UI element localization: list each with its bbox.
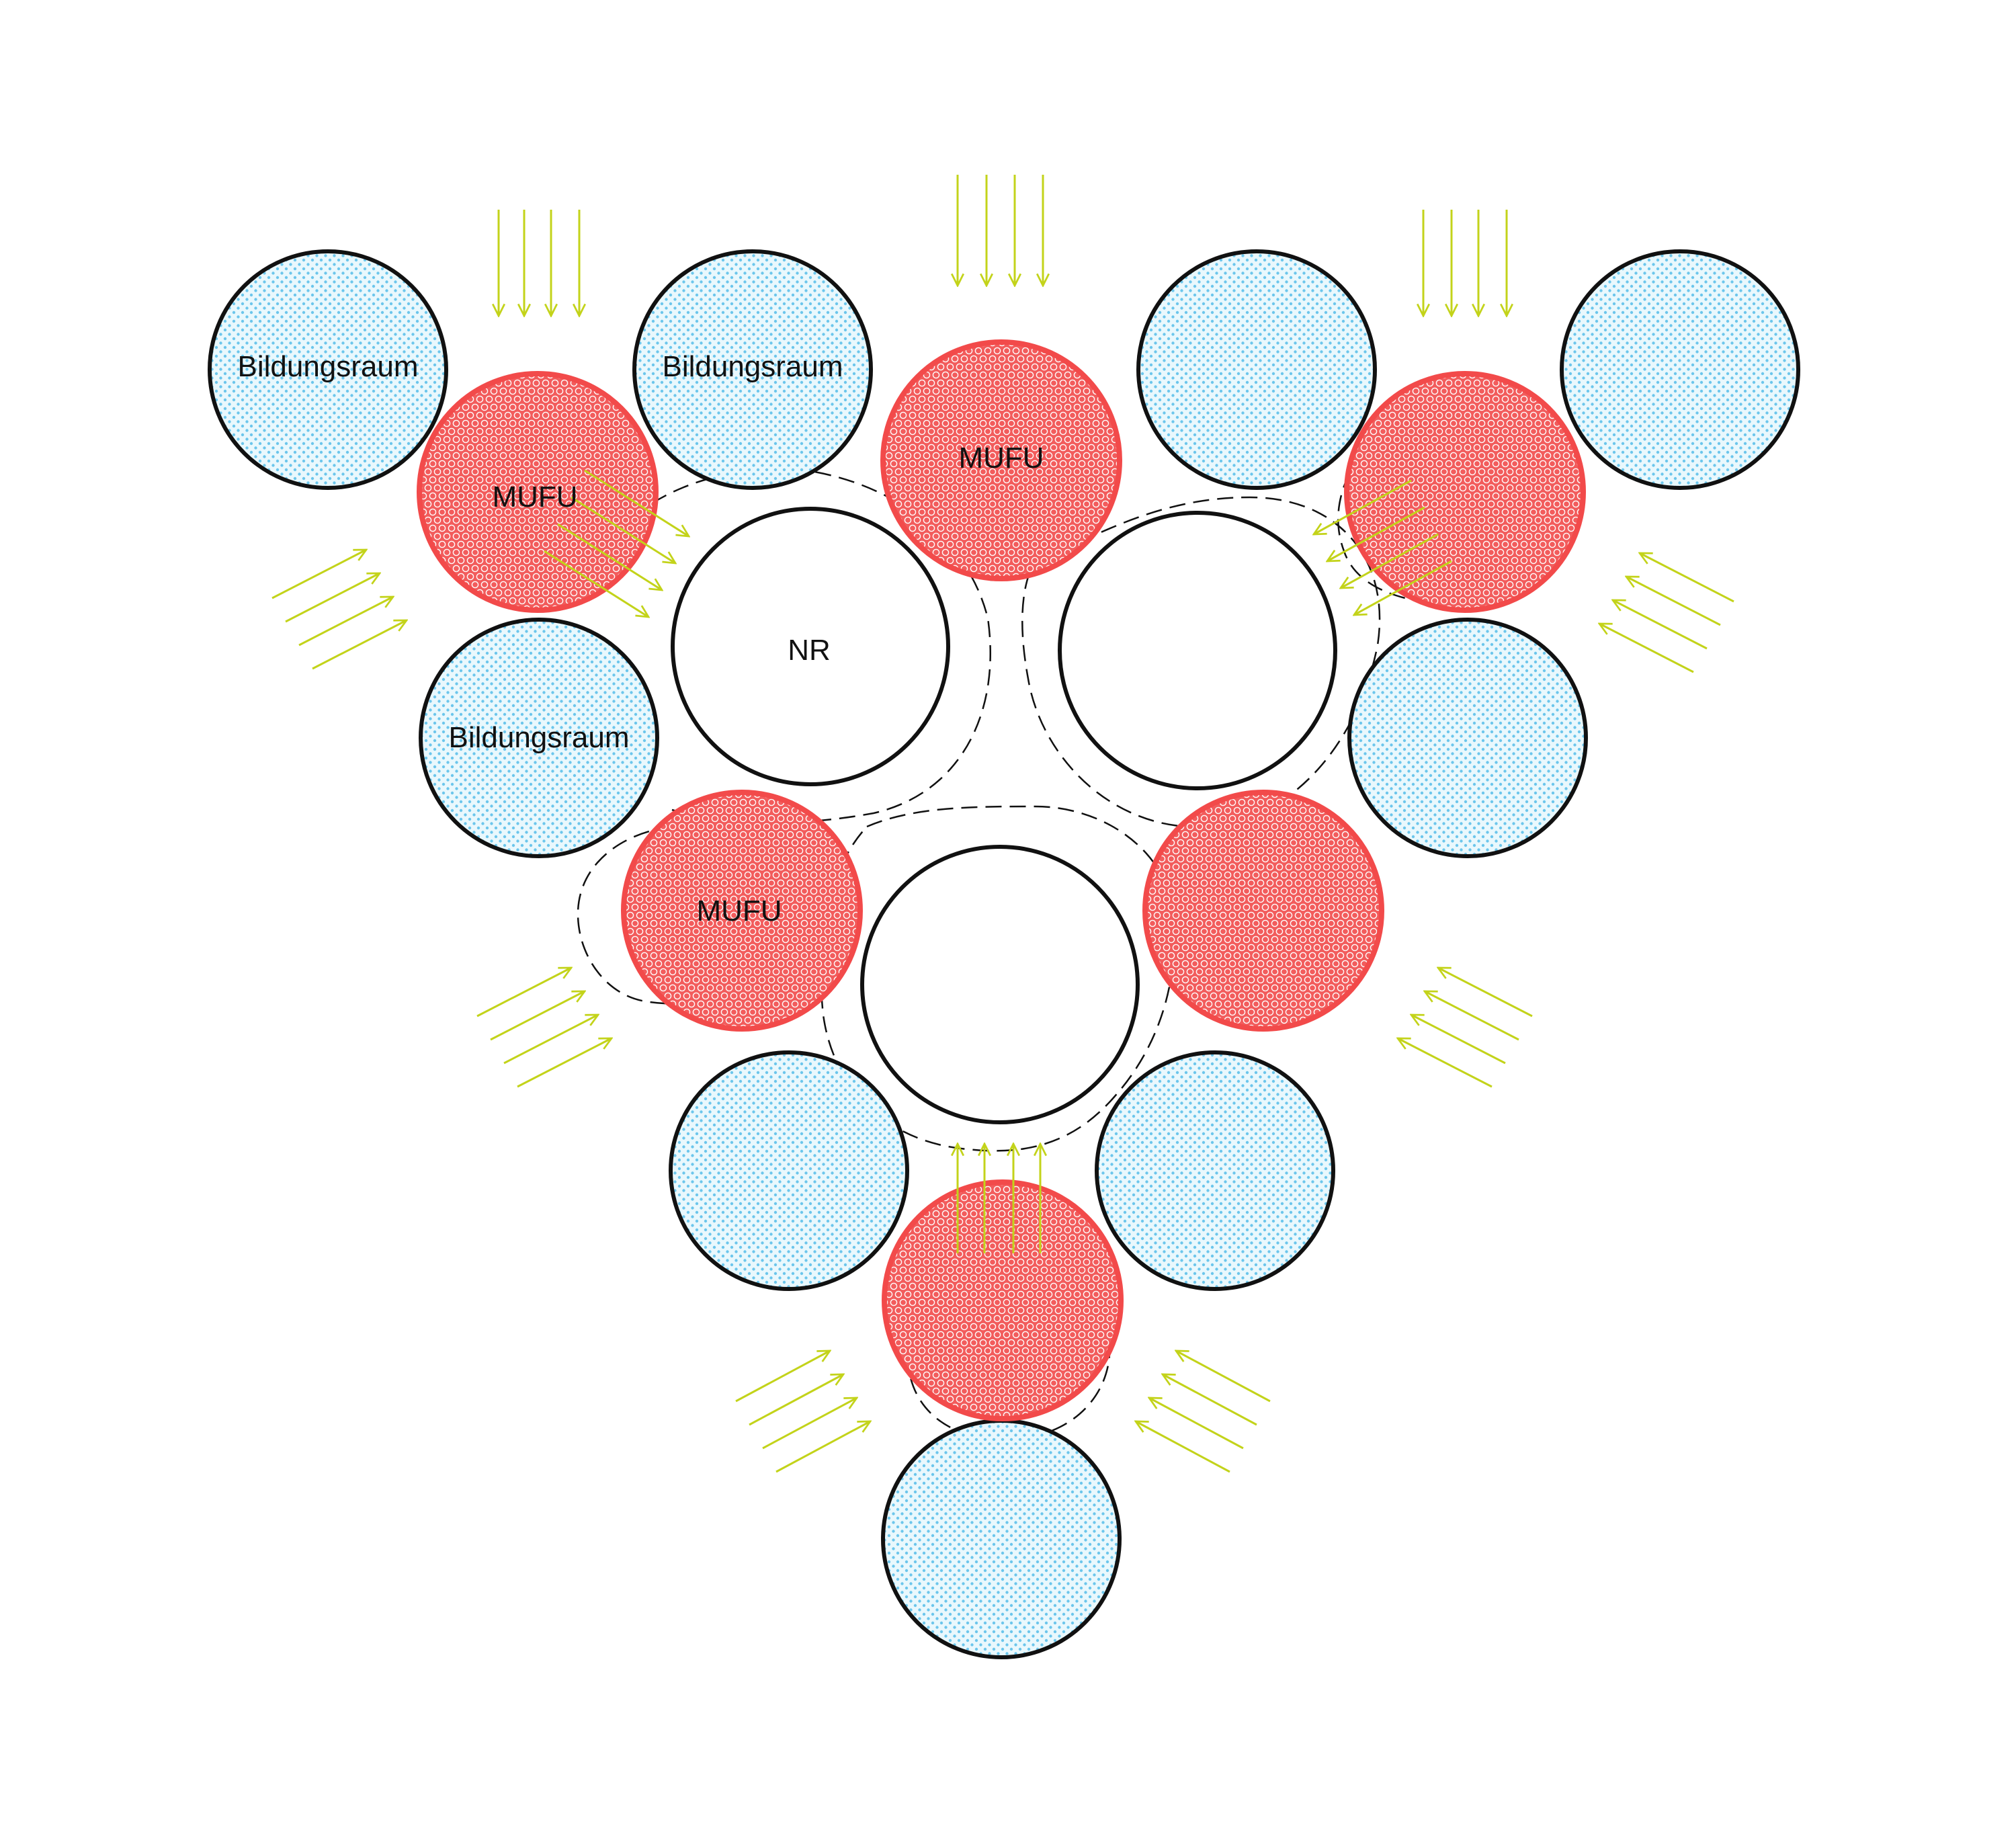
bildungsraum-circle xyxy=(208,249,448,490)
light-arrow-icon xyxy=(958,175,1043,286)
light-arrow-icon xyxy=(476,968,612,1088)
light-arrow-icon xyxy=(499,210,579,316)
mufu-circle xyxy=(882,1179,1124,1421)
bildungsraum-label: Bildungsraum xyxy=(237,350,418,383)
light-arrow-icon xyxy=(1398,968,1533,1088)
mufu-circle xyxy=(417,371,659,613)
light-arrow-icon xyxy=(1136,1351,1271,1473)
bildungsraum-circle xyxy=(1136,249,1377,490)
light-arrow-icon xyxy=(544,469,689,617)
light-arrow-icon xyxy=(1423,210,1507,316)
mufu-group xyxy=(417,339,1586,1421)
bildungsraum-circle xyxy=(669,1050,909,1291)
dashed-loop-right xyxy=(1021,496,1381,828)
dashed-loop-bottom xyxy=(820,805,1175,1152)
mufu-label: MUFU xyxy=(492,481,577,513)
nr-circle xyxy=(1058,511,1337,790)
bildungsraum-circle xyxy=(1095,1050,1335,1291)
mufu-label: MUFU xyxy=(958,442,1044,474)
nr-group xyxy=(671,507,1337,1124)
light-arrow-icon xyxy=(271,550,407,670)
bildungsraum-circle xyxy=(1560,249,1800,490)
mufu-circle xyxy=(621,790,863,1032)
bildungsraum-group xyxy=(208,249,1800,1659)
nr-label: NR xyxy=(788,634,831,667)
mufu-circle xyxy=(1344,371,1586,613)
mufu-label: MUFU xyxy=(696,894,782,927)
light-arrow-icon xyxy=(1599,553,1734,673)
light-arrow-icon xyxy=(958,1144,1040,1253)
bildungsraum-circle xyxy=(632,249,873,490)
bildungsraum-circle xyxy=(1347,618,1588,858)
labels: Bildungsraum Bildungsraum Bildungsraum M… xyxy=(237,350,1044,927)
light-arrow-icon xyxy=(1314,479,1452,615)
bildungsraum-label: Bildungsraum xyxy=(448,721,629,754)
nr-circle xyxy=(860,845,1140,1124)
mufu-circle xyxy=(880,339,1122,581)
bildungsraum-circle xyxy=(881,1419,1122,1659)
arrow-groups xyxy=(271,175,1734,1473)
bildungsraum-circle xyxy=(419,618,659,858)
nr-circle xyxy=(671,507,950,786)
mufu-circle xyxy=(1142,790,1384,1032)
bildungsraum-label: Bildungsraum xyxy=(662,350,843,383)
light-arrow-icon xyxy=(735,1351,870,1473)
